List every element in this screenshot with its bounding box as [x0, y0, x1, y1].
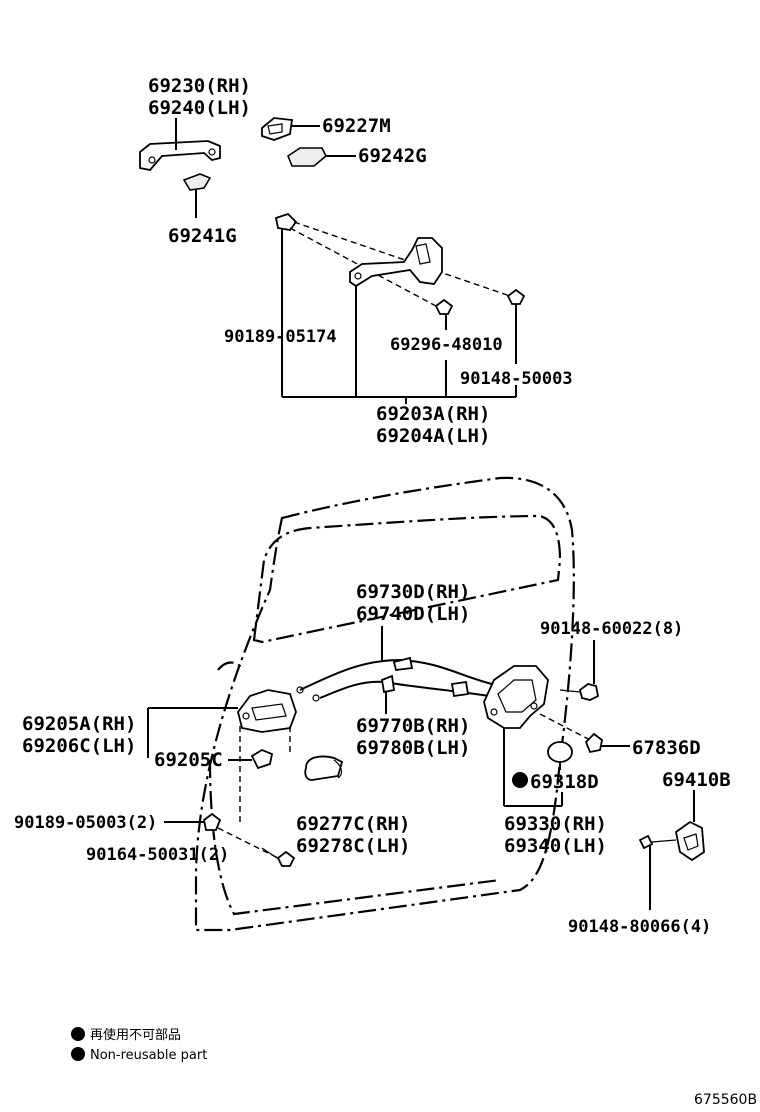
label-69205A: 69205A(RH): [22, 713, 136, 735]
label-90148-50003: 90148-50003: [460, 369, 573, 389]
outside-handle-part[interactable]: [139, 140, 221, 171]
key-cylinder-cap-part[interactable]: [261, 117, 294, 141]
legend-dot-en: [71, 1047, 85, 1061]
screw-90164-part[interactable]: [261, 847, 296, 867]
inside-handle-cable-part[interactable]: [312, 674, 491, 702]
label-90164-50031: 90164-50031(2): [86, 845, 229, 865]
label-69230: 69230(RH): [148, 75, 251, 97]
screw-69296-part[interactable]: [434, 298, 454, 315]
label-69241G: 69241G: [168, 225, 237, 247]
handle-gasket-part[interactable]: [182, 173, 212, 191]
non-reusable-marker: [512, 772, 528, 788]
label-69240: 69240(LH): [148, 97, 251, 119]
label-90148-80066: 90148-80066(4): [568, 917, 711, 937]
striker-69410B-part[interactable]: [675, 820, 705, 862]
label-69277C: 69277C(RH): [296, 813, 410, 835]
part-67836D[interactable]: [584, 732, 603, 754]
handle-pad-part[interactable]: [287, 147, 327, 167]
plug-69205C-part[interactable]: [250, 748, 274, 770]
label-90148-60022: 90148-60022(8): [540, 619, 683, 639]
label-69330: 69330(RH): [504, 813, 607, 835]
cover-69318D-part[interactable]: [547, 741, 573, 763]
label-69206C: 69206C(LH): [22, 735, 136, 757]
label-69242G: 69242G: [358, 145, 427, 167]
bolt-90148-80066-part[interactable]: [638, 834, 677, 850]
label-90189-05003: 90189-05003(2): [14, 813, 157, 833]
door-lock-assembly-part[interactable]: [483, 665, 549, 729]
label-69203A: 69203A(RH): [376, 403, 490, 425]
label-67836D: 67836D: [632, 737, 701, 759]
door-lock-cable-part[interactable]: [296, 656, 493, 694]
label-69740D: 69740D(LH): [356, 603, 470, 625]
label-69770B: 69770B(RH): [356, 715, 470, 737]
label-69204A: 69204A(LH): [376, 425, 490, 447]
label-90189-05174: 90189-05174: [224, 327, 337, 347]
clip-90189-05003-part[interactable]: [203, 812, 222, 831]
label-69410B: 69410B: [662, 769, 731, 791]
label-69227M: 69227M: [322, 115, 391, 137]
inside-handle-part[interactable]: [237, 689, 297, 733]
label-69730D: 69730D(RH): [356, 581, 470, 603]
label-69205C: 69205C: [154, 749, 223, 771]
legend-dot-jp: [71, 1027, 85, 1041]
dash-clip-to-screw-lower: [217, 827, 279, 859]
clip-90189-part[interactable]: [274, 212, 298, 231]
label-69780B: 69780B(LH): [356, 737, 470, 759]
diagram-code: 675560B: [694, 1092, 757, 1108]
dash-clip-to-bolt: [293, 221, 511, 297]
bolt-90148-50003-part[interactable]: [506, 288, 526, 305]
inside-handle-cap-part[interactable]: [304, 755, 344, 781]
legend-jp-text: 再使用不可部品: [90, 1027, 181, 1043]
label-69340: 69340(LH): [504, 835, 607, 857]
label-69296-48010: 69296-48010: [390, 335, 503, 355]
label-69318D: 69318D: [530, 771, 599, 793]
label-69278C: 69278C(LH): [296, 835, 410, 857]
handle-frame-part[interactable]: [349, 237, 443, 288]
dash-lock-to-67836D: [539, 713, 595, 743]
bolt-90148-60022-part[interactable]: [559, 683, 600, 701]
legend-en-text: Non-reusable part: [90, 1048, 207, 1063]
